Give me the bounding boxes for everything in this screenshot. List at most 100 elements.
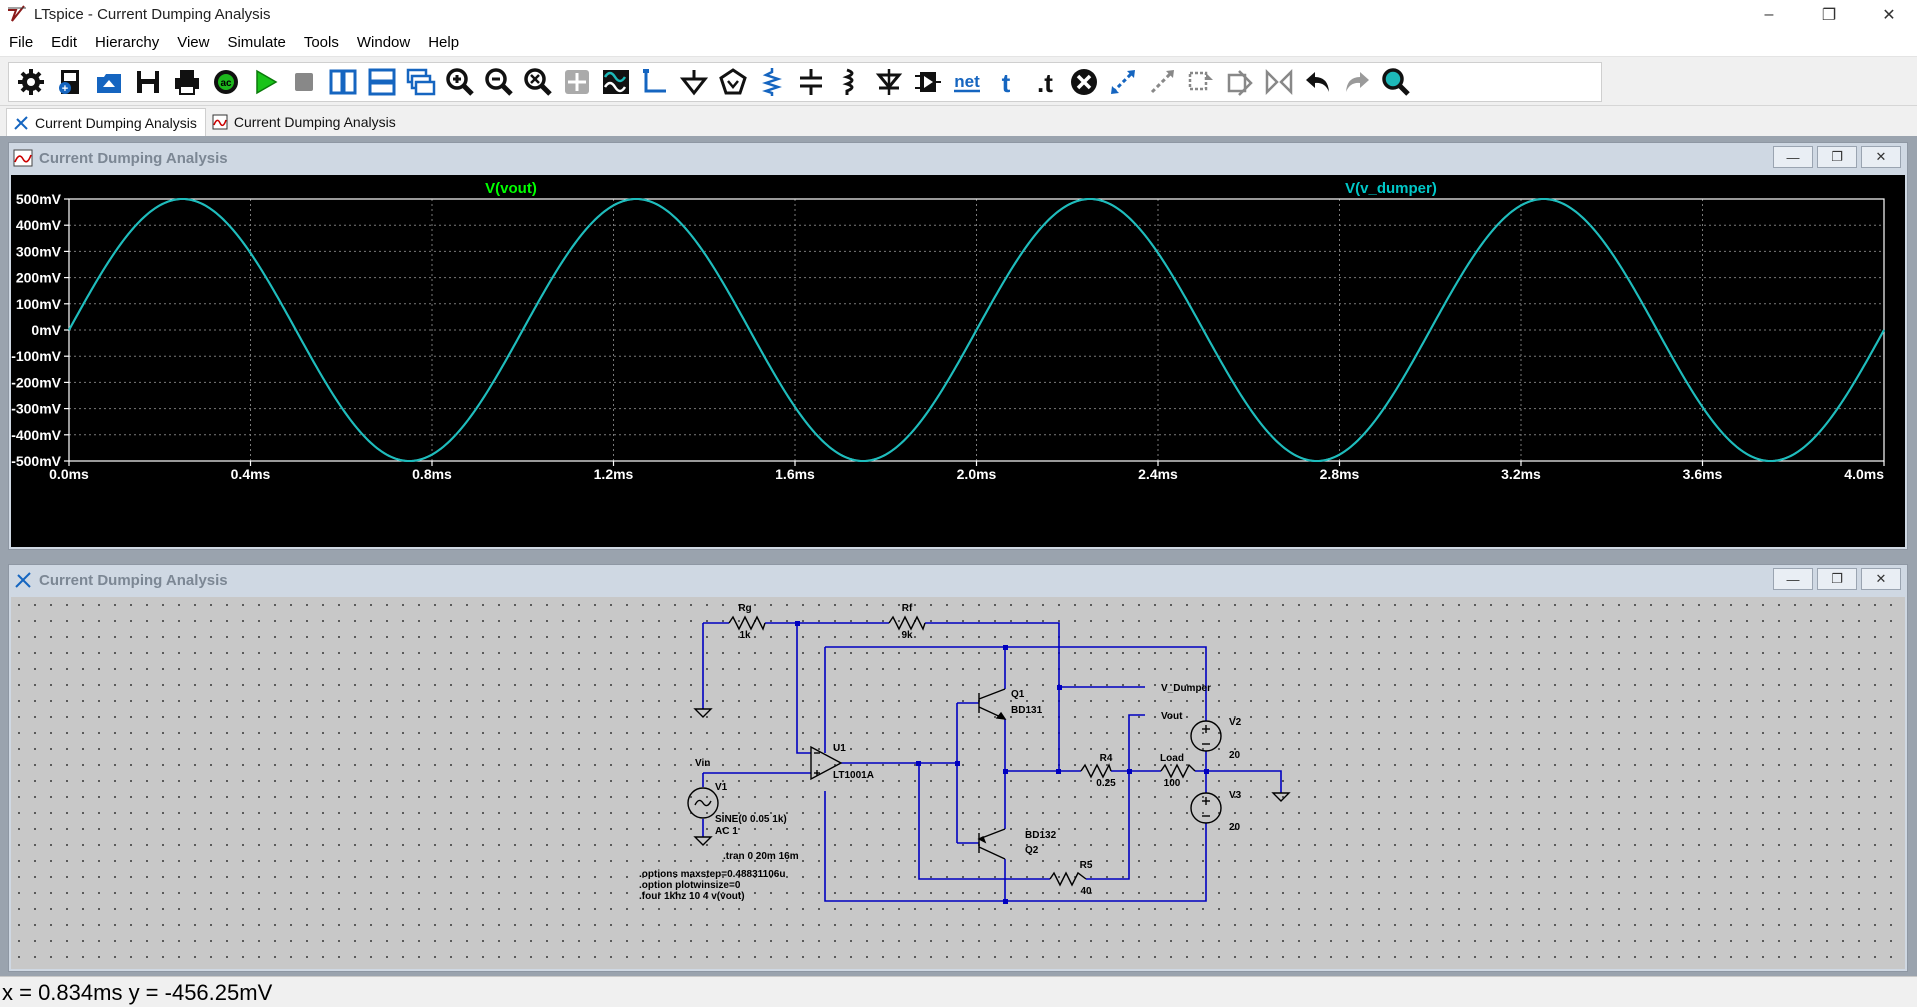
drag-icon xyxy=(1150,70,1174,94)
schematic-icon xyxy=(15,572,31,588)
r5-value: 40 xyxy=(1080,886,1092,897)
component-icon xyxy=(915,72,941,92)
pane-minimize-button[interactable]: — xyxy=(1773,568,1813,590)
zoom-out-button[interactable] xyxy=(483,66,515,98)
ac-analysis-button[interactable]: ac xyxy=(210,66,242,98)
new-schematic-button[interactable]: + xyxy=(54,66,86,98)
x-tick-label: 2.8ms xyxy=(1320,466,1360,482)
toolbar-buttons: + ac net t .t xyxy=(8,62,1602,102)
run-button[interactable] xyxy=(249,66,281,98)
mirror-icon xyxy=(1227,70,1253,96)
undo-icon xyxy=(1306,72,1329,92)
r4-value: 0.25 xyxy=(1096,778,1116,789)
y-tick-label: 0mV xyxy=(31,322,61,338)
drag-button[interactable] xyxy=(1146,66,1178,98)
netlist-label: net xyxy=(954,72,980,91)
delete-button[interactable] xyxy=(1068,66,1100,98)
resistor-button[interactable] xyxy=(756,66,788,98)
pane-close-button[interactable]: ✕ xyxy=(1861,146,1901,168)
mirror-button[interactable] xyxy=(1224,66,1256,98)
tile-vertical-button[interactable] xyxy=(327,66,359,98)
menu-view[interactable]: View xyxy=(177,33,210,51)
menu-simulate[interactable]: Simulate xyxy=(227,33,286,51)
rf-name: Rf xyxy=(902,603,913,614)
halt-icon xyxy=(295,73,313,91)
tile-horizontal-button[interactable] xyxy=(366,66,398,98)
rotate-button[interactable] xyxy=(1185,66,1217,98)
schematic-window-titlebar[interactable]: Current Dumping Analysis — ❐ ✕ xyxy=(9,565,1907,595)
open-button[interactable] xyxy=(93,66,125,98)
q2-part: BD132 xyxy=(1025,830,1057,841)
run-icon xyxy=(256,69,278,95)
schematic-grounds xyxy=(693,708,1291,846)
maximize-button[interactable]: ❐ xyxy=(1821,6,1837,24)
x-tick-label: 2.0ms xyxy=(957,466,997,482)
cascade-button[interactable] xyxy=(405,66,437,98)
schematic-drawing[interactable]: Rg 1k Rf 9k U1 LT1001A Vin V1 SINE(0 0.0… xyxy=(11,597,1905,969)
pan-button[interactable] xyxy=(561,66,593,98)
schematic-canvas[interactable]: Rg 1k Rf 9k U1 LT1001A Vin V1 SINE(0 0.0… xyxy=(11,597,1905,969)
vout-label: Vout xyxy=(1161,711,1183,722)
netlist-button[interactable]: net xyxy=(951,66,983,98)
y-tick-label: -200mV xyxy=(11,374,61,390)
v2-name: V2 xyxy=(1229,717,1242,728)
ground-button[interactable] xyxy=(678,66,710,98)
svg-text:+: + xyxy=(62,83,68,95)
inductor-button[interactable] xyxy=(834,66,866,98)
menu-tools[interactable]: Tools xyxy=(303,33,339,51)
trace-label-v-dumper: V(v_dumper) xyxy=(1345,180,1437,197)
find-button[interactable] xyxy=(1380,66,1412,98)
svg-text:ac: ac xyxy=(220,78,232,89)
directive-label: .t xyxy=(1037,68,1053,97)
redo-button[interactable] xyxy=(1341,66,1373,98)
print-button[interactable] xyxy=(171,66,203,98)
tab-waveform[interactable]: Current Dumping Analysis xyxy=(206,108,404,136)
close-button[interactable]: ✕ xyxy=(1882,6,1896,24)
menu-file[interactable]: File xyxy=(9,33,34,51)
open-icon xyxy=(97,74,121,93)
y-tick-label: 400mV xyxy=(16,217,62,233)
pane-maximize-button[interactable]: ❐ xyxy=(1817,568,1857,590)
v1-name: V1 xyxy=(715,782,728,793)
pane-close-button[interactable]: ✕ xyxy=(1861,568,1901,590)
gear-icon xyxy=(18,69,44,95)
text-button[interactable]: t xyxy=(990,66,1022,98)
zoom-fit-button[interactable] xyxy=(522,66,554,98)
pane-minimize-button[interactable]: — xyxy=(1773,146,1813,168)
zoom-in-button[interactable] xyxy=(444,66,476,98)
rf-value: 9k xyxy=(901,630,913,641)
pane-maximize-button[interactable]: ❐ xyxy=(1817,146,1857,168)
document-tabs: Current Dumping Analysis Current Dumping… xyxy=(0,106,1917,136)
component-button[interactable] xyxy=(912,66,944,98)
menu-window[interactable]: Window xyxy=(356,33,411,51)
pan-icon xyxy=(565,70,589,94)
halt-button[interactable] xyxy=(288,66,320,98)
settings-button[interactable] xyxy=(15,66,47,98)
waveform-window-titlebar[interactable]: Current Dumping Analysis — ❐ ✕ xyxy=(9,143,1907,173)
x-tick-label: 3.6ms xyxy=(1683,466,1723,482)
label-net-button[interactable] xyxy=(717,66,749,98)
menu-help[interactable]: Help xyxy=(428,33,460,51)
v-dumper-label: V_Dumper xyxy=(1161,683,1211,694)
waveform-button[interactable] xyxy=(600,66,632,98)
minimize-button[interactable]: – xyxy=(1764,5,1774,23)
u1-name: U1 xyxy=(833,743,846,754)
wire-button[interactable] xyxy=(639,66,671,98)
redraw-button[interactable] xyxy=(1263,66,1295,98)
toolbar: + ac net t .t xyxy=(0,58,1917,106)
capacitor-button[interactable] xyxy=(795,66,827,98)
save-button[interactable] xyxy=(132,66,164,98)
delete-icon xyxy=(1071,69,1097,95)
tab-schematic[interactable]: Current Dumping Analysis xyxy=(6,108,206,136)
menu-hierarchy[interactable]: Hierarchy xyxy=(95,33,160,51)
move-button[interactable] xyxy=(1107,66,1139,98)
diode-button[interactable] xyxy=(873,66,905,98)
inductor-icon xyxy=(842,68,854,95)
undo-button[interactable] xyxy=(1302,66,1334,98)
menu-edit[interactable]: Edit xyxy=(51,33,78,51)
x-tick-label: 4.0ms xyxy=(1844,466,1884,482)
spice-directive-button[interactable]: .t xyxy=(1029,66,1061,98)
